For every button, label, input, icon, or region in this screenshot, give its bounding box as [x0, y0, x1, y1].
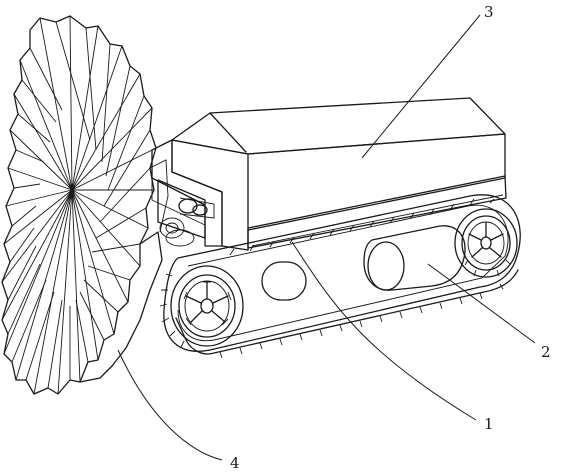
leader-lines	[117, 14, 536, 461]
leader-line-1	[291, 241, 477, 421]
leader-line-3	[361, 14, 481, 159]
callout-1: 1	[484, 415, 494, 433]
cutter-disk	[1, 15, 169, 395]
leader-line-2	[427, 263, 536, 344]
front-wheel	[170, 265, 244, 347]
road-wheels	[261, 225, 466, 301]
callout-4: 4	[230, 454, 240, 472]
drive-gearbox	[157, 179, 215, 239]
callout-3: 3	[484, 3, 494, 21]
rear-wheel	[454, 208, 518, 278]
callout-2: 2	[541, 343, 551, 361]
leader-line-4	[117, 349, 223, 461]
body-housing	[151, 97, 506, 251]
